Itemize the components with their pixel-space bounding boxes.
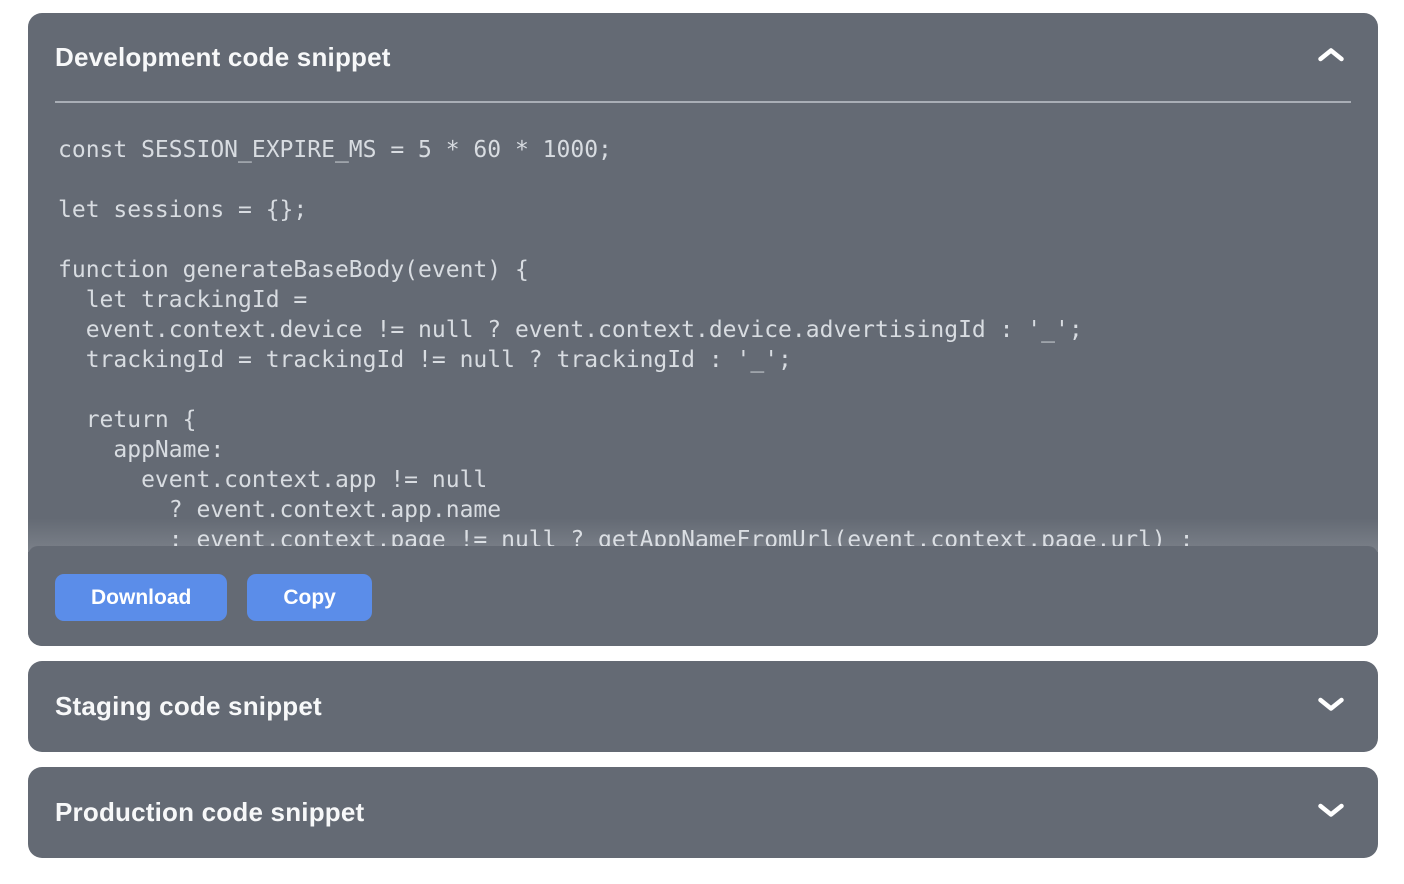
- chevron-down-icon[interactable]: [1316, 695, 1346, 718]
- header-divider: [55, 101, 1351, 103]
- accordion-header-production[interactable]: Production code snippet: [28, 767, 1378, 858]
- copy-button[interactable]: Copy: [247, 574, 372, 621]
- snippet-accordion: Development code snippet const SESSION_E…: [28, 13, 1378, 858]
- code-scroll-area[interactable]: const SESSION_EXPIRE_MS = 5 * 60 * 1000;…: [28, 103, 1378, 552]
- download-button[interactable]: Download: [55, 574, 228, 621]
- chevron-up-icon[interactable]: [1316, 46, 1346, 69]
- accordion-panel-production: Production code snippet: [28, 767, 1378, 858]
- panel-title-staging: Staging code snippet: [55, 691, 322, 721]
- panel-title-development: Development code snippet: [55, 41, 391, 72]
- snippet-actions-bar: Download Copy: [28, 546, 1378, 646]
- accordion-panel-staging: Staging code snippet: [28, 661, 1378, 752]
- chevron-down-icon[interactable]: [1316, 801, 1346, 824]
- code-block: const SESSION_EXPIRE_MS = 5 * 60 * 1000;…: [58, 137, 1194, 552]
- panel-title-production: Production code snippet: [55, 797, 365, 827]
- accordion-header-staging[interactable]: Staging code snippet: [28, 661, 1378, 752]
- accordion-header-development[interactable]: Development code snippet: [28, 13, 1378, 101]
- accordion-panel-development: Development code snippet const SESSION_E…: [28, 13, 1378, 646]
